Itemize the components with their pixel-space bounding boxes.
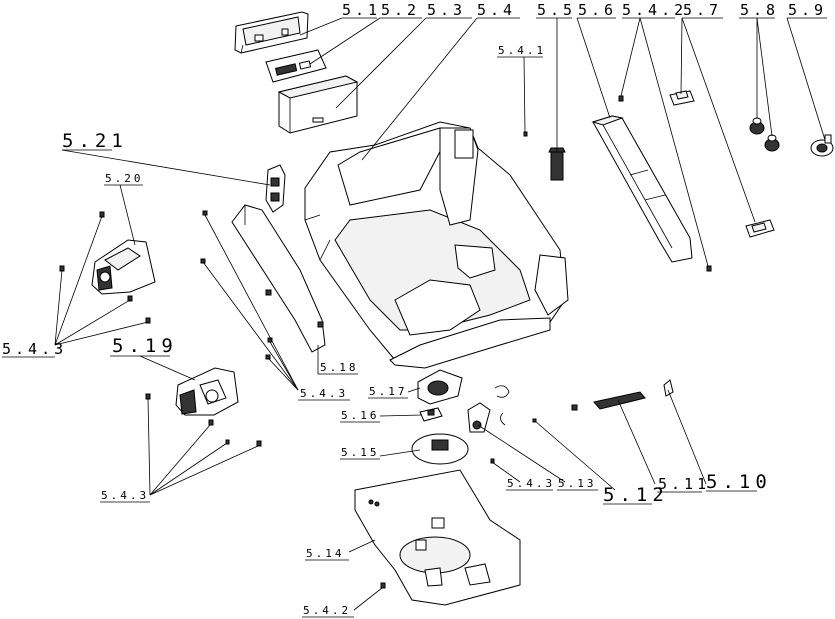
part-5-12-clips <box>494 385 537 426</box>
label-5-4-3-mid: 5.4.3 <box>300 387 348 400</box>
label-5-14: 5.14 <box>306 547 345 560</box>
part-5-5-stud <box>548 147 566 181</box>
part-5-11-heater <box>571 391 646 411</box>
part-5-4-base-tub <box>304 121 569 369</box>
label-5-15: 5.15 <box>341 446 380 459</box>
label-5-4: 5.4 <box>477 1 516 19</box>
part-5-3-module-box <box>277 75 359 134</box>
part-5-14-base-plate <box>354 469 521 606</box>
label-5-10: 5.10 <box>706 471 772 493</box>
label-5-1: 5.1 <box>342 1 381 19</box>
label-5-21: 5.21 <box>62 130 128 152</box>
part-5-4-3-screws-left <box>59 211 151 324</box>
label-5-4-1: 5.4.1 <box>498 44 546 57</box>
label-5-7: 5.7 <box>683 1 722 19</box>
label-5-12: 5.12 <box>603 484 669 506</box>
label-5-4-3-center: 5.4.3 <box>507 477 555 490</box>
label-5-4-2-top: 5.4.2 <box>622 1 687 19</box>
part-5-20-pump-housing <box>91 239 156 295</box>
label-5-11: 5.11 <box>658 475 710 493</box>
leader-lines <box>2 17 827 618</box>
label-5-4-2-bottom: 5.4.2 <box>303 604 351 617</box>
part-5-2-circuit-board <box>265 49 327 83</box>
label-5-2: 5.2 <box>381 1 420 19</box>
label-5-4-3-left: 5.4.3 <box>2 340 67 358</box>
part-5-17-motor <box>417 369 463 405</box>
part-5-4-1-screw <box>523 131 528 137</box>
part-5-13-float <box>467 402 491 433</box>
part-5-16-switch <box>419 407 443 422</box>
label-5-8: 5.8 <box>740 1 779 19</box>
part-5-21-bracket <box>265 164 286 213</box>
label-5-6: 5.6 <box>578 1 617 19</box>
part-5-19-pump-housing <box>175 367 239 416</box>
part-5-6-channel <box>591 115 693 263</box>
label-5-19: 5.19 <box>112 335 178 357</box>
part-5-4-2-screw-bottom <box>380 582 386 589</box>
label-5-3: 5.3 <box>427 1 466 19</box>
part-5-1-control-panel <box>234 11 309 54</box>
label-5-13: 5.13 <box>558 477 597 490</box>
label-5-17: 5.17 <box>369 385 408 398</box>
label-5-5: 5.5 <box>537 1 576 19</box>
part-5-10-sensor <box>663 379 674 397</box>
label-5-9: 5.9 <box>788 1 827 19</box>
part-5-4-3-screw-center <box>490 458 495 464</box>
part-5-9-pressure-switch <box>810 134 834 157</box>
part-5-18-front-strip <box>231 204 326 353</box>
part-5-7-bracket <box>669 90 775 238</box>
label-5-18: 5.18 <box>320 361 359 374</box>
part-5-8-grommets <box>749 117 780 152</box>
label-5-20: 5.20 <box>105 172 144 185</box>
label-5-16: 5.16 <box>341 409 380 422</box>
part-5-15-disc <box>411 433 469 465</box>
label-5-4-3-bottom: 5.4.3 <box>101 489 149 502</box>
